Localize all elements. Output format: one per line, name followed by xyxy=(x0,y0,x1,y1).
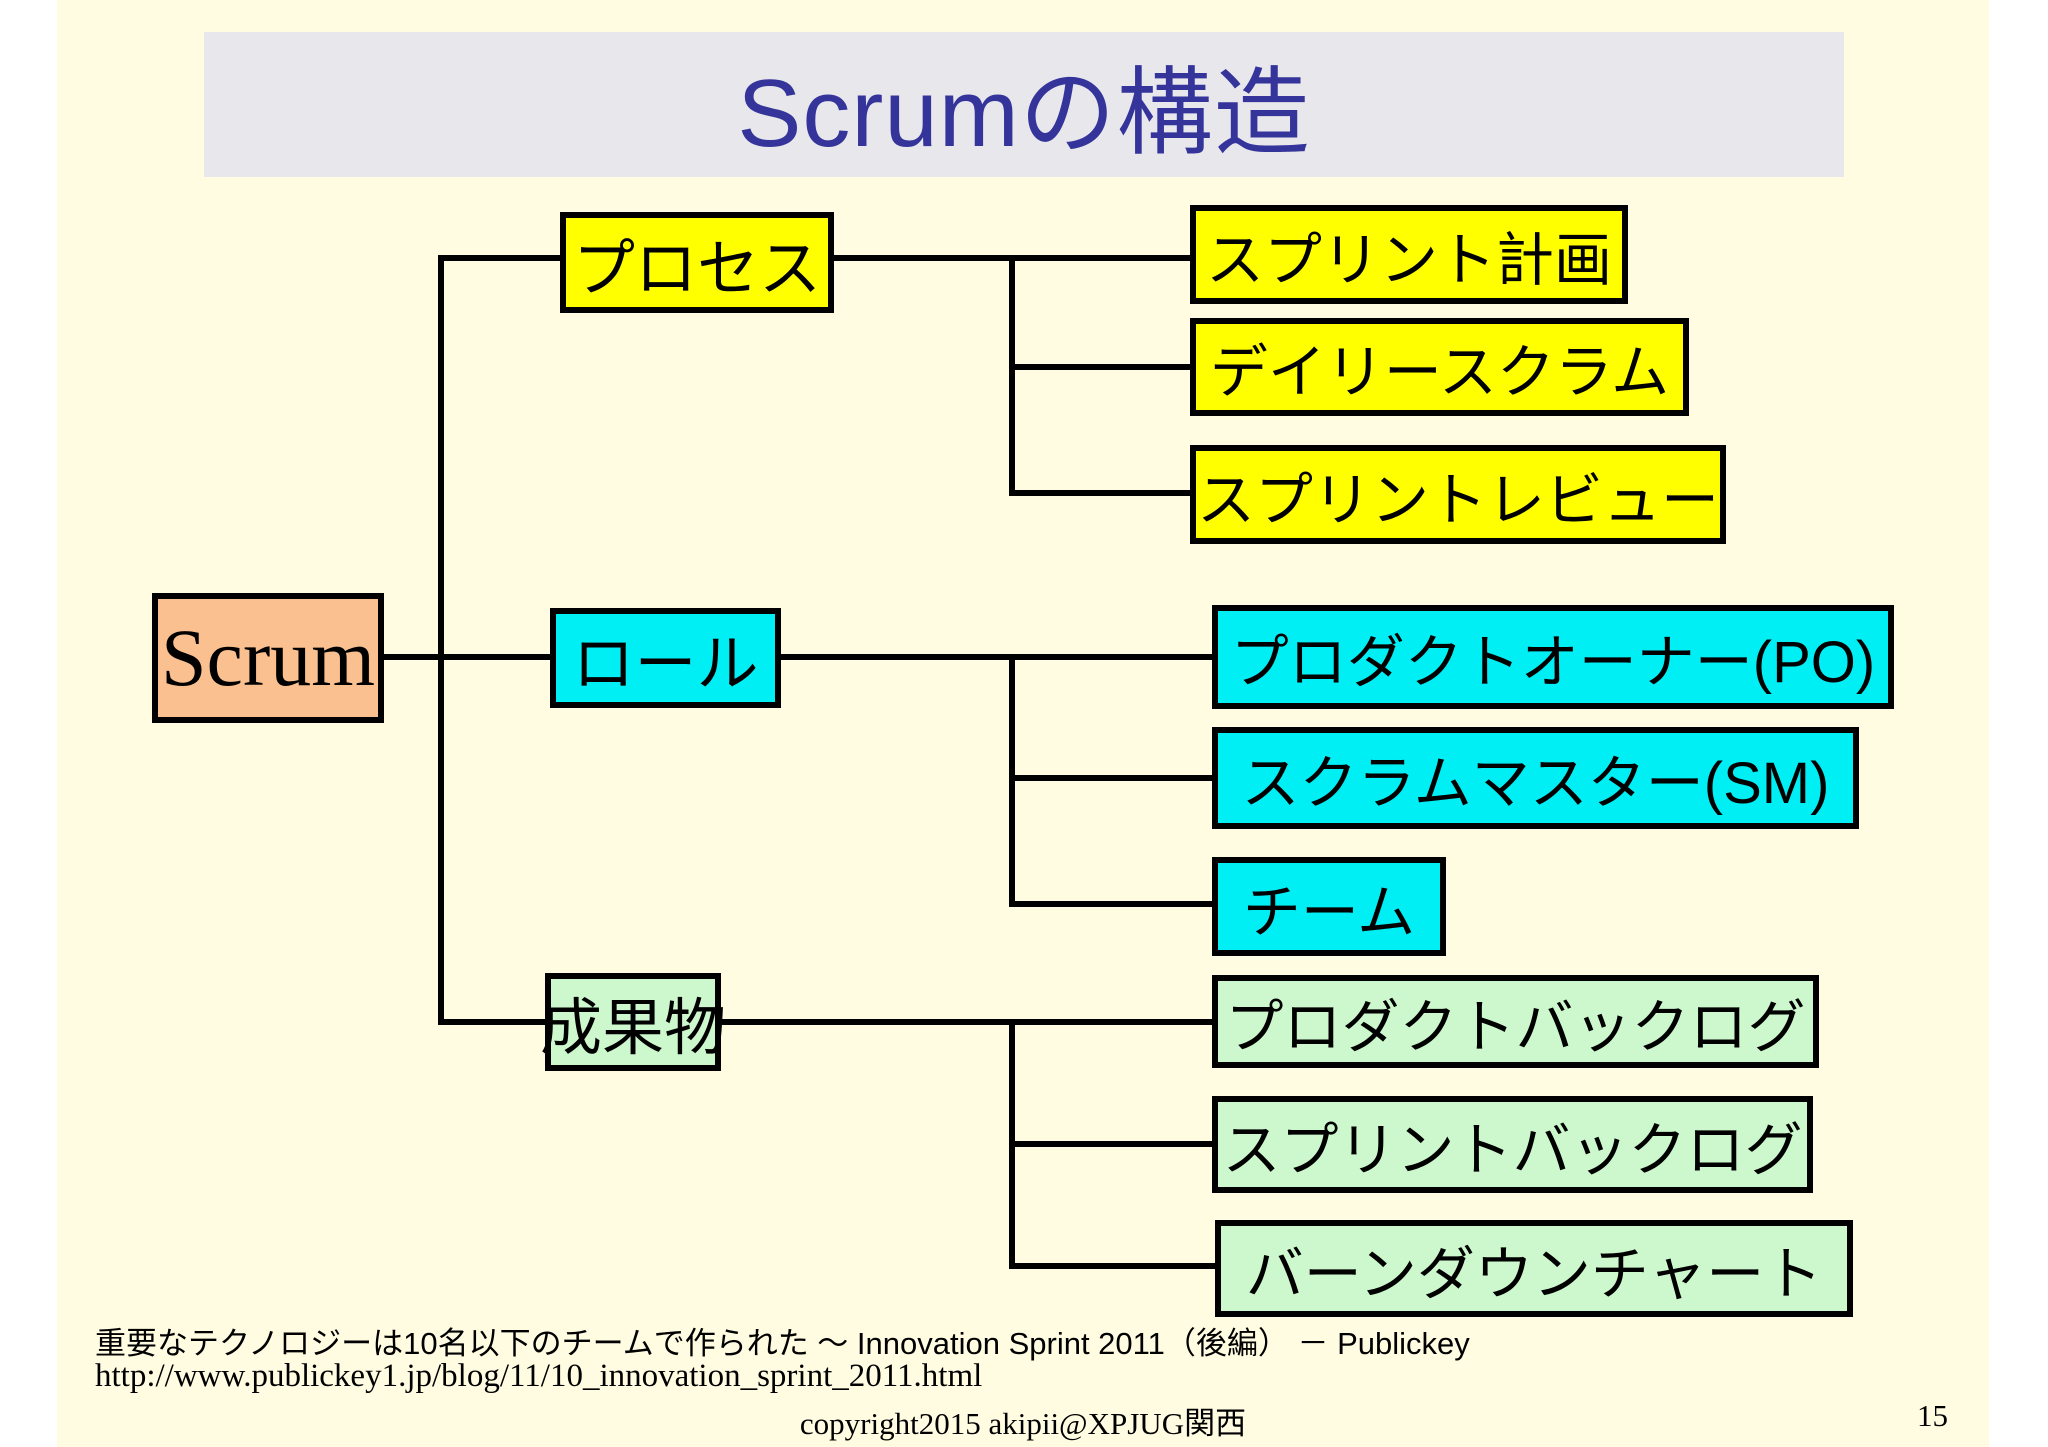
connector-artifact-to-children xyxy=(720,1019,1212,1025)
title-bar: Scrumの構造 xyxy=(204,32,1844,177)
footer-reference-url: http://www.publickey1.jp/blog/11/10_inno… xyxy=(95,1358,983,1394)
branch-node-role: ロール xyxy=(550,608,781,708)
branch-artifact-label: 成果物 xyxy=(540,994,727,1063)
root-node-label: Scrum xyxy=(160,612,376,703)
page-title: Scrumの構造 xyxy=(737,60,1311,167)
leaf-daily-scrum-label: デイリースクラム xyxy=(1209,340,1670,405)
footer-copyright: copyright2015 akipii@XPJUG関西 xyxy=(799,1406,1247,1441)
slide-background xyxy=(57,0,1989,1447)
connector-trunk-to-artifact xyxy=(438,1019,545,1025)
leaf-node-burndown-chart: バーンダウンチャート xyxy=(1215,1220,1853,1317)
leaf-sprint-planning-label: スプリント計画 xyxy=(1205,227,1612,293)
leaf-sprint-review-label: スプリントレビュー xyxy=(1196,467,1719,533)
leaf-scrum-master-label: スクラムマスター(SM) xyxy=(1241,751,1830,816)
connector-main-trunk xyxy=(438,255,444,1025)
branch-role-label: ロール xyxy=(572,630,759,699)
leaf-node-scrum-master: スクラムマスター(SM) xyxy=(1212,727,1859,829)
connector-to-sprint-review xyxy=(1009,490,1190,496)
leaf-product-backlog-label: プロダクトバックログ xyxy=(1225,994,1806,1060)
leaf-node-product-backlog: プロダクトバックログ xyxy=(1212,975,1819,1068)
leaf-burndown-chart-label: バーンダウンチャート xyxy=(1245,1241,1823,1307)
connector-role-to-children xyxy=(780,654,1212,660)
connector-to-daily-scrum xyxy=(1009,364,1190,370)
connector-trunk-to-process xyxy=(438,255,560,261)
branch-node-process: プロセス xyxy=(560,212,834,313)
footer-reference-text: 重要なテクノロジーは10名以下のチームで作られた ～ Innovation Sp… xyxy=(95,1326,1470,1361)
leaf-node-team: チーム xyxy=(1212,857,1446,956)
footer-page-number: 15 xyxy=(1917,1398,1948,1433)
root-node-scrum: Scrum xyxy=(152,593,384,723)
connector-to-sprint-backlog xyxy=(1009,1141,1212,1147)
leaf-node-sprint-review: スプリントレビュー xyxy=(1190,445,1726,544)
leaf-node-sprint-planning: スプリント計画 xyxy=(1190,205,1628,304)
connector-process-subtrunk xyxy=(1009,255,1015,496)
branch-process-label: プロセス xyxy=(572,234,821,304)
leaf-node-daily-scrum: デイリースクラム xyxy=(1190,318,1689,416)
leaf-sprint-backlog-label: スプリントバックログ xyxy=(1222,1117,1803,1183)
connector-scrum-to-role xyxy=(383,654,550,660)
connector-to-scrum-master xyxy=(1009,775,1212,781)
leaf-node-product-owner: プロダクトオーナー(PO) xyxy=(1212,605,1894,709)
leaf-product-owner-label: プロダクトオーナー(PO) xyxy=(1230,630,1876,695)
branch-node-artifact: 成果物 xyxy=(540,973,726,1071)
connector-to-burndown-chart xyxy=(1009,1263,1215,1269)
leaf-node-sprint-backlog: スプリントバックログ xyxy=(1212,1096,1813,1193)
connector-to-team xyxy=(1009,901,1212,907)
leaf-team-label: チーム xyxy=(1242,879,1416,945)
